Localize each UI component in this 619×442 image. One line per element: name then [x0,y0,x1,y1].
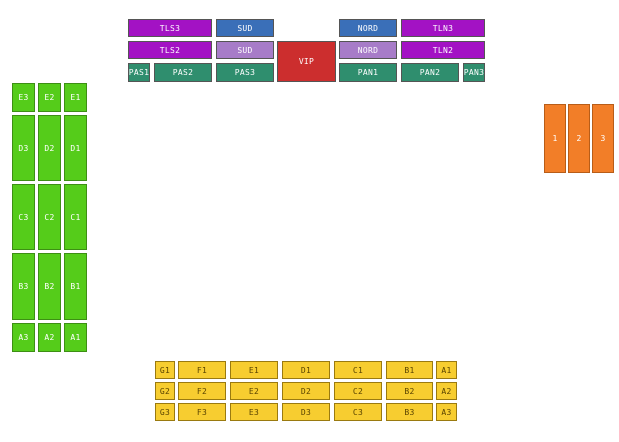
section-tln3[interactable]: TLN3 [401,19,485,37]
section-pas3[interactable]: PAS3 [216,63,274,82]
section-c3[interactable]: C3 [12,184,35,250]
section-tln2[interactable]: TLN2 [401,41,485,59]
section-vip[interactable]: VIP [277,41,336,82]
section-tls2[interactable]: TLS2 [128,41,212,59]
section-b2-bottom[interactable]: B2 [386,382,433,400]
section-pas2[interactable]: PAS2 [154,63,212,82]
section-b2[interactable]: B2 [38,253,61,320]
section-e3-bottom[interactable]: E3 [230,403,278,421]
section-g2[interactable]: G2 [155,382,175,400]
section-d2-bottom[interactable]: D2 [282,382,330,400]
section-d3-bottom[interactable]: D3 [282,403,330,421]
section-f2[interactable]: F2 [178,382,226,400]
section-f3[interactable]: F3 [178,403,226,421]
section-f1[interactable]: F1 [178,361,226,379]
section-c3-bottom[interactable]: C3 [334,403,382,421]
section-d1[interactable]: D1 [64,115,87,181]
section-sud-upper[interactable]: SUD [216,19,274,37]
section-d1-bottom[interactable]: D1 [282,361,330,379]
section-b3-bottom[interactable]: B3 [386,403,433,421]
section-e1[interactable]: E1 [64,83,87,112]
section-b3[interactable]: B3 [12,253,35,320]
section-a3[interactable]: A3 [12,323,35,352]
section-b1[interactable]: B1 [64,253,87,320]
section-g1[interactable]: G1 [155,361,175,379]
section-b1-bottom[interactable]: B1 [386,361,433,379]
section-c2[interactable]: C2 [38,184,61,250]
section-nord-upper[interactable]: NORD [339,19,397,37]
section-a1-bottom[interactable]: A1 [436,361,457,379]
section-nord-lower[interactable]: NORD [339,41,397,59]
section-right-1[interactable]: 1 [544,104,566,173]
section-tls3[interactable]: TLS3 [128,19,212,37]
section-e1-bottom[interactable]: E1 [230,361,278,379]
section-pas1[interactable]: PAS1 [128,63,150,82]
section-right-2[interactable]: 2 [568,104,590,173]
section-sud-lower[interactable]: SUD [216,41,274,59]
section-e2[interactable]: E2 [38,83,61,112]
section-pan1[interactable]: PAN1 [339,63,397,82]
section-pan3[interactable]: PAN3 [463,63,485,82]
section-d3[interactable]: D3 [12,115,35,181]
section-c1-bottom[interactable]: C1 [334,361,382,379]
section-e2-bottom[interactable]: E2 [230,382,278,400]
section-a3-bottom[interactable]: A3 [436,403,457,421]
section-right-3[interactable]: 3 [592,104,614,173]
section-c2-bottom[interactable]: C2 [334,382,382,400]
section-a1[interactable]: A1 [64,323,87,352]
section-pan2[interactable]: PAN2 [401,63,459,82]
section-a2-bottom[interactable]: A2 [436,382,457,400]
section-g3[interactable]: G3 [155,403,175,421]
section-d2[interactable]: D2 [38,115,61,181]
section-a2[interactable]: A2 [38,323,61,352]
section-c1[interactable]: C1 [64,184,87,250]
section-e3[interactable]: E3 [12,83,35,112]
